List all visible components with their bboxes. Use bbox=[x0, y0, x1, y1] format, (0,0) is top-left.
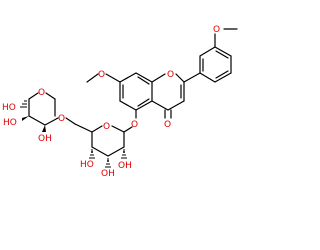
glycosidic-link-5 bbox=[123, 109, 137, 133]
atom-o-ring: O bbox=[167, 70, 174, 80]
atom-oh-xylose-4: HO bbox=[2, 103, 16, 113]
ring-c bbox=[151, 73, 185, 119]
atom-o-methoxy-phenyl: O bbox=[213, 25, 220, 35]
methoxy-7 bbox=[86, 73, 121, 83]
atom-o-methoxy-7: O bbox=[98, 70, 105, 80]
atom-o-glucose-ring: O bbox=[103, 122, 110, 132]
atom-oh-xylose-3: HO bbox=[3, 118, 17, 128]
atom-oh-glucose-2: OH bbox=[118, 161, 132, 171]
atom-o-link-6: O bbox=[58, 114, 65, 124]
atom-oh-glucose-3: OH bbox=[101, 169, 115, 179]
ring-b bbox=[183, 28, 238, 83]
atom-oh-xylose-2: OH bbox=[38, 134, 52, 144]
ring-a bbox=[119, 72, 153, 111]
glucose-ring bbox=[65, 117, 127, 168]
atom-labels: O O O O O O O O HO HO OH HO OH OH bbox=[2, 25, 220, 179]
atom-o-xylose-ring: O bbox=[38, 88, 45, 98]
xylose-ring bbox=[20, 92, 59, 132]
molecule-structure-diagram: O O O O O O O O HO HO OH HO OH OH bbox=[2, 25, 238, 179]
atom-o-glycosidic-5: O bbox=[131, 120, 138, 130]
atom-oh-glucose-4: HO bbox=[80, 160, 94, 170]
atom-o-carbonyl: O bbox=[164, 120, 171, 130]
